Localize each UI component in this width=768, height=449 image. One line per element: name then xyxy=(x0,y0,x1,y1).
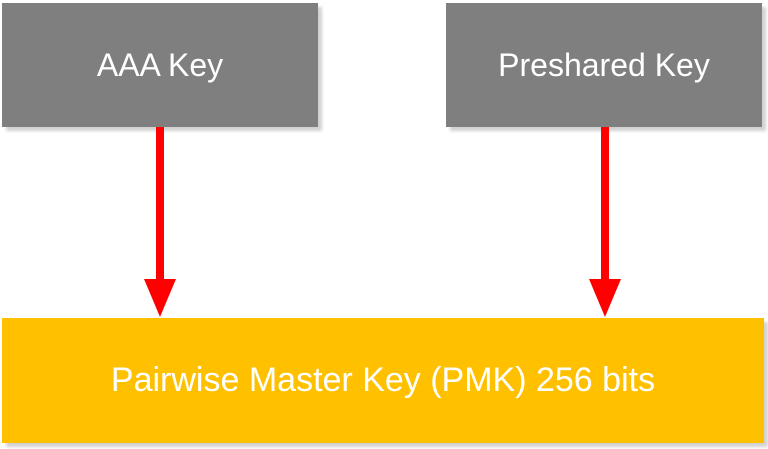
arrow-psk-to-pmk-icon xyxy=(589,127,621,317)
arrow-shaft xyxy=(601,127,609,285)
pmk-box: Pairwise Master Key (PMK) 256 bits xyxy=(2,318,764,443)
aaa-key-label: AAA Key xyxy=(96,46,224,83)
aaa-key-box: AAA Key xyxy=(2,3,318,127)
preshared-key-box: Preshared Key xyxy=(446,3,762,127)
arrow-shaft xyxy=(156,127,164,285)
arrow-aaa-to-pmk-icon xyxy=(144,127,176,317)
preshared-key-label: Preshared Key xyxy=(498,46,710,83)
pmk-label: Pairwise Master Key (PMK) 256 bits xyxy=(110,361,656,399)
arrow-head xyxy=(144,279,176,317)
arrow-head xyxy=(589,279,621,317)
